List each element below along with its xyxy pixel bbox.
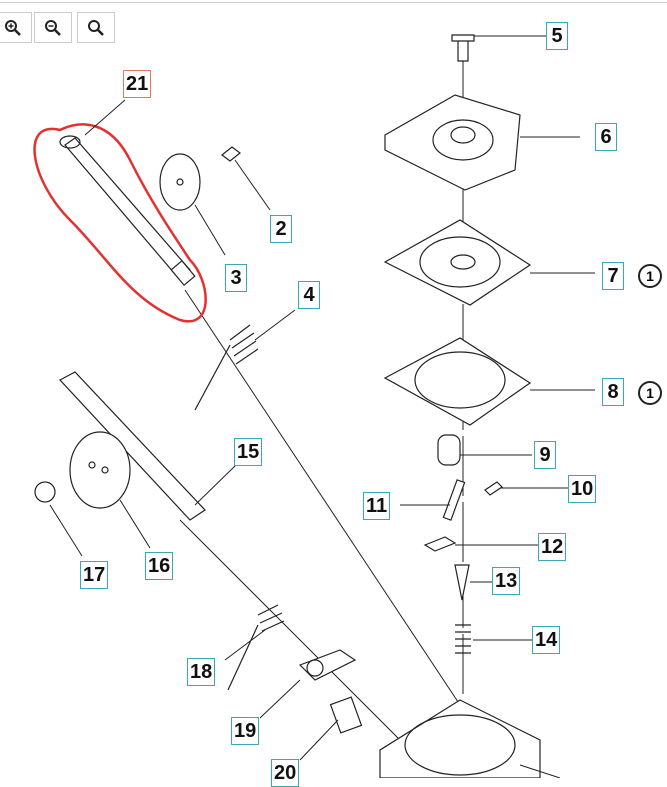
- callout-5[interactable]: 5: [546, 22, 568, 50]
- top-divider: [0, 2, 667, 3]
- callout-21[interactable]: 21: [123, 70, 152, 98]
- search-icon: [88, 19, 104, 36]
- callout-8[interactable]: 8: [602, 378, 624, 406]
- highlight-circle: [33, 123, 207, 323]
- callout-4[interactable]: 4: [298, 281, 320, 309]
- callout-17[interactable]: 17: [80, 561, 109, 589]
- part-21-shaft: [59, 135, 196, 287]
- callout-3[interactable]: 3: [225, 264, 247, 292]
- callout-20[interactable]: 20: [271, 759, 300, 787]
- callout-14[interactable]: 14: [532, 626, 561, 654]
- callout-13[interactable]: 13: [492, 567, 521, 595]
- callout-18[interactable]: 18: [187, 658, 216, 686]
- callout-12[interactable]: 12: [538, 533, 567, 561]
- callout-9[interactable]: 9: [534, 441, 556, 469]
- callout-11[interactable]: 11: [363, 492, 391, 520]
- callout-15[interactable]: 15: [234, 438, 263, 466]
- callout-19[interactable]: 19: [231, 717, 260, 745]
- callout-7[interactable]: 7: [602, 262, 624, 290]
- zoom-reset-button[interactable]: [77, 12, 115, 43]
- zoom-out-icon: [45, 19, 61, 36]
- callout-6[interactable]: 6: [595, 123, 617, 151]
- zoom-in-button[interactable]: [0, 12, 32, 43]
- zoom-in-icon: [5, 19, 21, 36]
- footnote-marker: 1: [638, 264, 662, 288]
- callout-2[interactable]: 2: [270, 215, 292, 243]
- zoom-out-button[interactable]: [34, 12, 72, 43]
- callout-16[interactable]: 16: [145, 552, 174, 580]
- callout-10[interactable]: 10: [568, 475, 597, 503]
- footnote-marker: 1: [638, 381, 662, 405]
